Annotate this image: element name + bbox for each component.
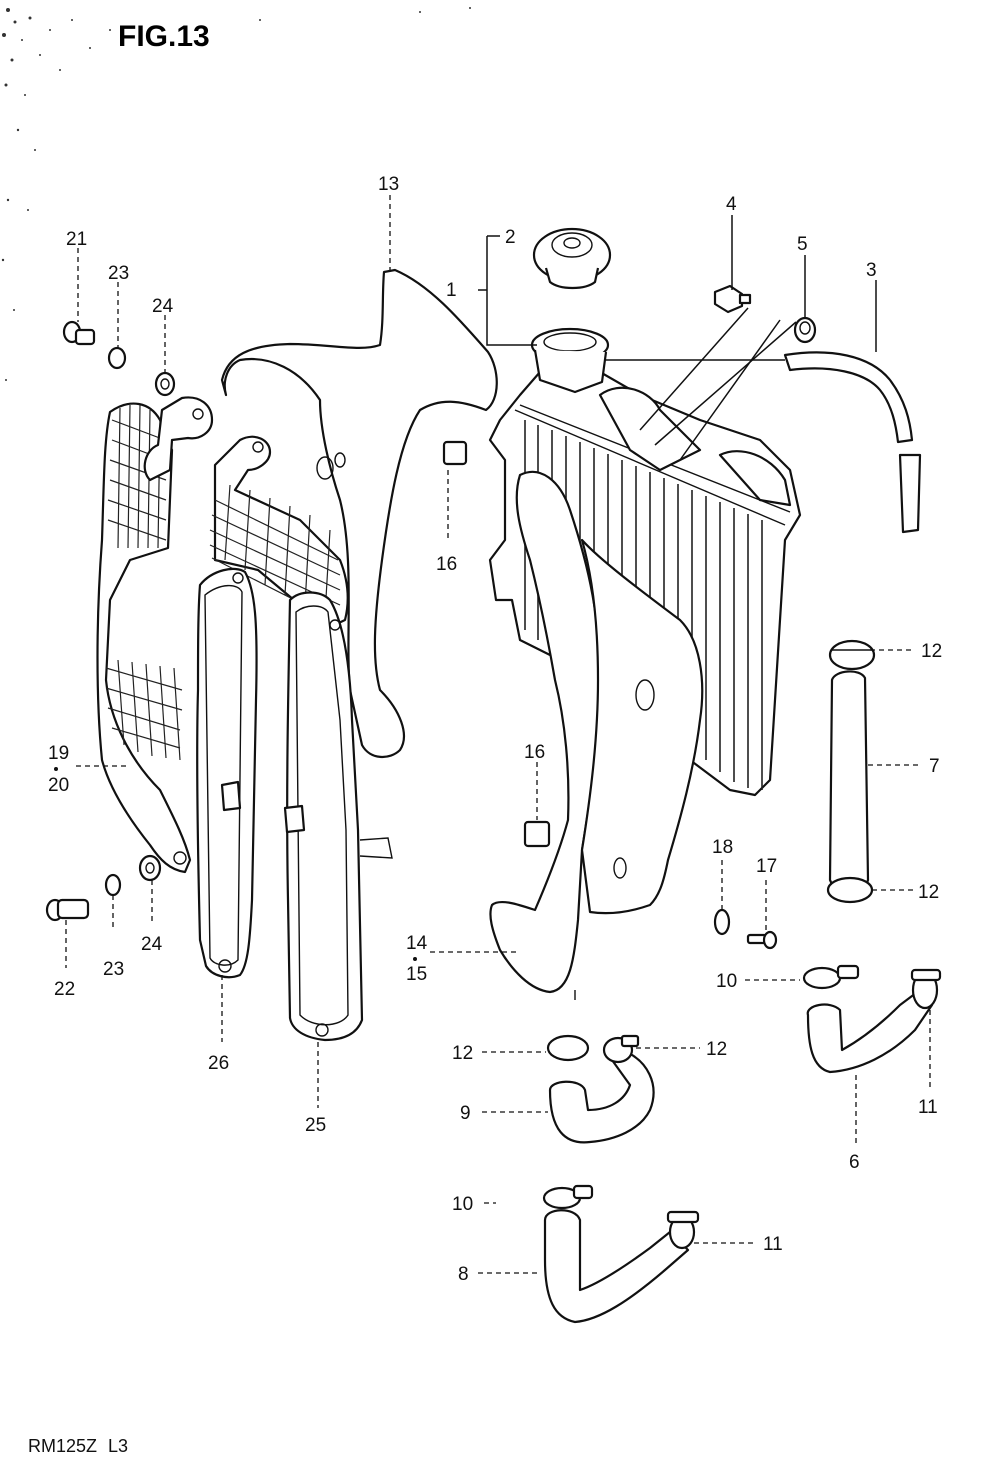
footer-mark: L3: [108, 1436, 128, 1456]
callout-15: 15: [406, 964, 427, 985]
callout-11-lower: 11: [763, 1234, 783, 1255]
callout-24-bottom: 24: [141, 934, 163, 955]
callout-9: 9: [460, 1103, 471, 1124]
callout-19: 19: [48, 743, 69, 764]
radiator-core: [488, 327, 802, 797]
scan-noise: [1, 7, 471, 381]
radiator-cover-mesh-panel: [209, 435, 349, 630]
left-mesh: [105, 404, 183, 761]
washer-24-top: [154, 371, 176, 397]
figure-title: FIG.13: [118, 20, 210, 53]
callout-12-right: 12: [706, 1039, 727, 1060]
hose-9: [548, 1048, 655, 1144]
hose-clamp-11-lower: [666, 1210, 700, 1250]
callout-dot-19-20: [54, 767, 58, 771]
overflow-hose-3: [783, 351, 922, 534]
callout-20: 20: [48, 775, 69, 796]
callout-2: 2: [505, 227, 516, 248]
bolt-22: [45, 898, 90, 922]
hose-clamp-10-lower: [542, 1184, 594, 1210]
hose-clamp-12-top: [828, 639, 876, 671]
hose-clamp-12-right: [602, 1034, 640, 1064]
callout-10-upper: 10: [716, 971, 737, 992]
callout-11-upper: 11: [918, 1097, 938, 1118]
hose-8: [543, 1209, 690, 1324]
callout-24-top: 24: [152, 296, 174, 317]
louver-26: [196, 567, 258, 979]
callout-21: 21: [66, 229, 87, 250]
callout-4: 4: [726, 194, 737, 215]
callout-10-lower: 10: [452, 1194, 473, 1215]
washer-18: [713, 908, 731, 936]
callout-23-top: 23: [108, 263, 129, 284]
callout-13: 13: [378, 174, 399, 195]
hose-clamp-12-mid: [826, 876, 874, 904]
front-mesh: [209, 484, 341, 619]
hose-clamp-10-upper: [802, 964, 860, 990]
clip-16-top: [442, 440, 468, 466]
callout-5: 5: [797, 234, 808, 255]
fitting-4: [713, 284, 752, 314]
callout-12-top: 12: [921, 641, 942, 662]
callout-17: 17: [756, 856, 777, 877]
callout-labels: 1 2 3 4 5 6 7 8 9 10 10 11 11 12 12 12 1…: [48, 174, 942, 1285]
hose-clamp-12-left: [546, 1034, 590, 1062]
radiator-cover-19-20: [96, 396, 214, 874]
hose-7: [828, 670, 870, 893]
hose-6: [806, 988, 934, 1074]
callout-3: 3: [866, 260, 877, 281]
leader-lines: [65, 195, 931, 1274]
nut-23-bottom: [104, 873, 122, 897]
washer-24-bottom: [138, 854, 162, 882]
screw-17: [746, 930, 778, 950]
callout-12-left: 12: [452, 1043, 473, 1064]
callout-25: 25: [305, 1115, 326, 1136]
callout-23-bottom: 23: [103, 959, 124, 980]
callout-26: 26: [208, 1053, 229, 1074]
callout-7: 7: [929, 756, 940, 777]
callout-12-mid: 12: [918, 882, 939, 903]
callout-18: 18: [712, 837, 733, 858]
callout-6: 6: [849, 1152, 860, 1173]
callout-16-top: 16: [436, 554, 457, 575]
cap-5: [793, 316, 817, 344]
bolt-21: [62, 320, 96, 346]
nut-23-top: [107, 346, 127, 370]
callout-dot-14-15: [413, 957, 417, 961]
model-code: RM125Z: [28, 1436, 97, 1456]
callout-22: 22: [54, 979, 75, 1000]
louver-25: [283, 591, 364, 1042]
callout-8: 8: [458, 1264, 469, 1285]
callout-16-bottom: 16: [524, 742, 545, 763]
clip-16-bottom: [523, 820, 551, 848]
radiator-guard-14-15: [489, 470, 704, 1000]
radiator-cap-2: [532, 227, 612, 290]
callout-14: 14: [406, 933, 428, 954]
callout-1: 1: [446, 280, 457, 301]
hose-clamp-11-upper: [910, 968, 942, 1010]
